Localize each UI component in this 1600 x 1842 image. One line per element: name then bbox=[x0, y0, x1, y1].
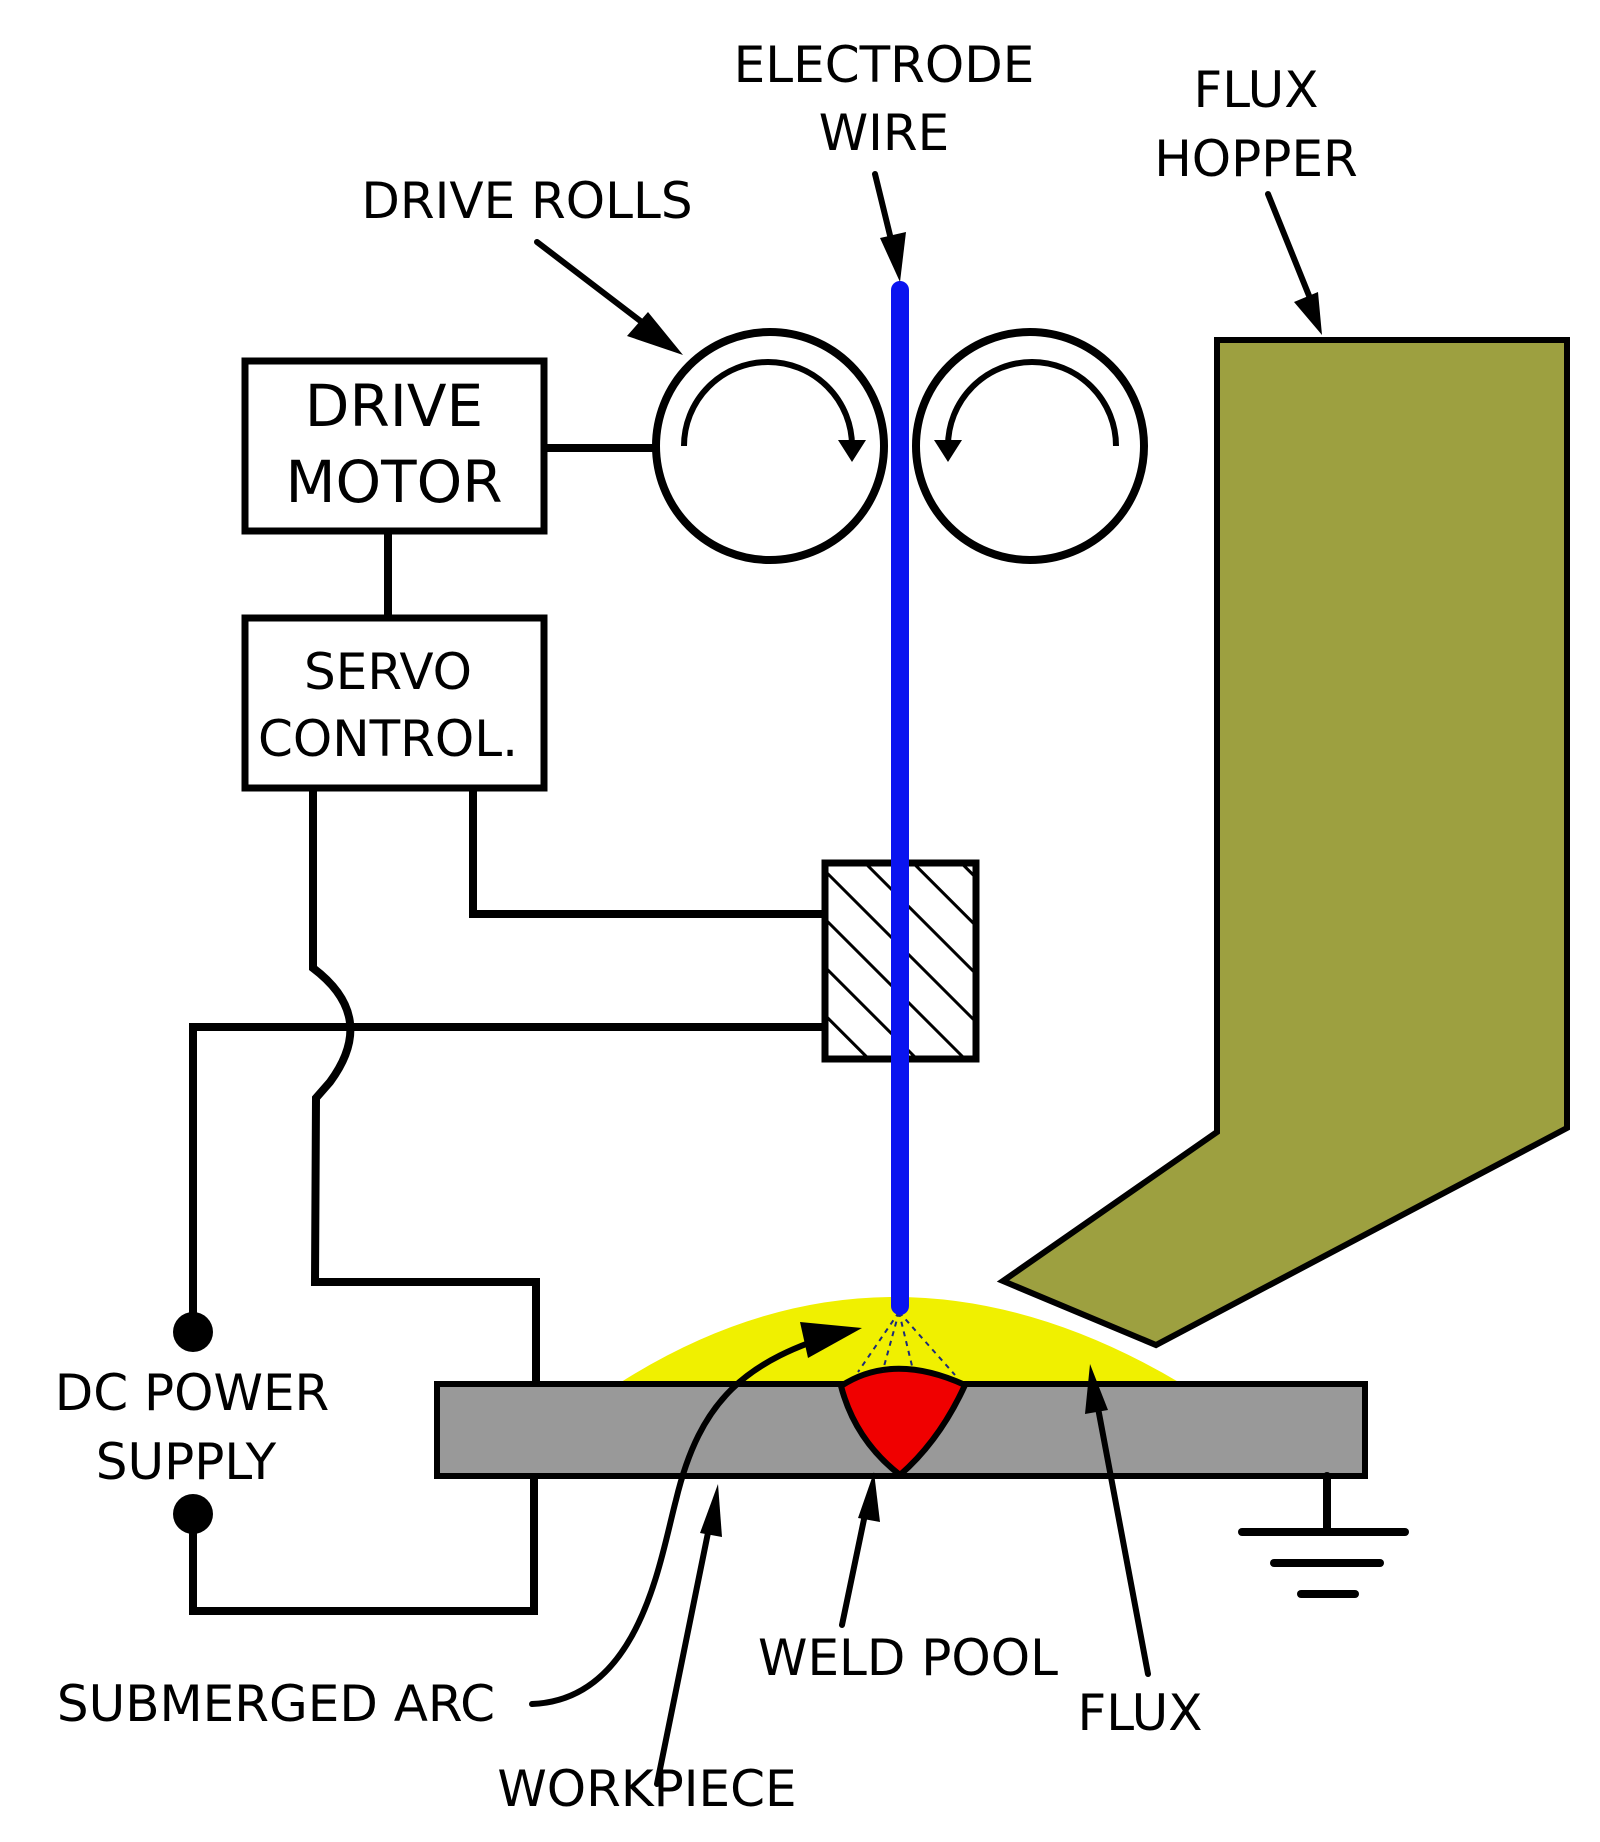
arrow-heads bbox=[627, 232, 1322, 1537]
servo-control-box bbox=[241, 614, 548, 792]
flux-hopper-label-1: FLUX bbox=[1194, 61, 1319, 119]
workpiece-label: WORKPIECE bbox=[497, 1760, 796, 1818]
dc-power-supply-label-1: DC POWER bbox=[55, 1364, 330, 1422]
weld-pool-shape bbox=[837, 1365, 969, 1479]
drive-motor-label-2: MOTOR bbox=[285, 448, 502, 516]
servo-control-label-2: CONTROL. bbox=[258, 710, 518, 768]
drive-rolls-label: DRIVE ROLLS bbox=[361, 172, 692, 230]
electrode-wire-label-1: ELECTRODE bbox=[734, 36, 1035, 94]
roll-rotation-right-arrow bbox=[945, 359, 1119, 447]
weld-pool-label: WELD POOL bbox=[758, 1629, 1058, 1687]
power-terminal-positive bbox=[173, 1312, 213, 1352]
arc-sparks bbox=[857, 1311, 956, 1376]
roll-rotation-left-arrow bbox=[681, 359, 855, 447]
flux-mound bbox=[618, 1297, 1182, 1384]
drive-motor-label-1: DRIVE bbox=[305, 372, 483, 440]
flux-label: FLUX bbox=[1078, 1684, 1203, 1742]
wiring bbox=[189, 444, 825, 1615]
flux-hopper-shape bbox=[996, 337, 1570, 1349]
servo-control-label-1: SERVO bbox=[304, 643, 472, 701]
dc-power-supply-label-2: SUPPLY bbox=[96, 1433, 277, 1491]
ground-symbol bbox=[1238, 1472, 1409, 1598]
drive-motor-box bbox=[241, 357, 548, 535]
submerged-arc-label: SUBMERGED ARC bbox=[57, 1675, 495, 1733]
flux-hopper-label-2: HOPPER bbox=[1154, 130, 1358, 188]
power-terminal-negative bbox=[173, 1494, 213, 1534]
electrode-wire-label-2: WIRE bbox=[819, 104, 950, 162]
